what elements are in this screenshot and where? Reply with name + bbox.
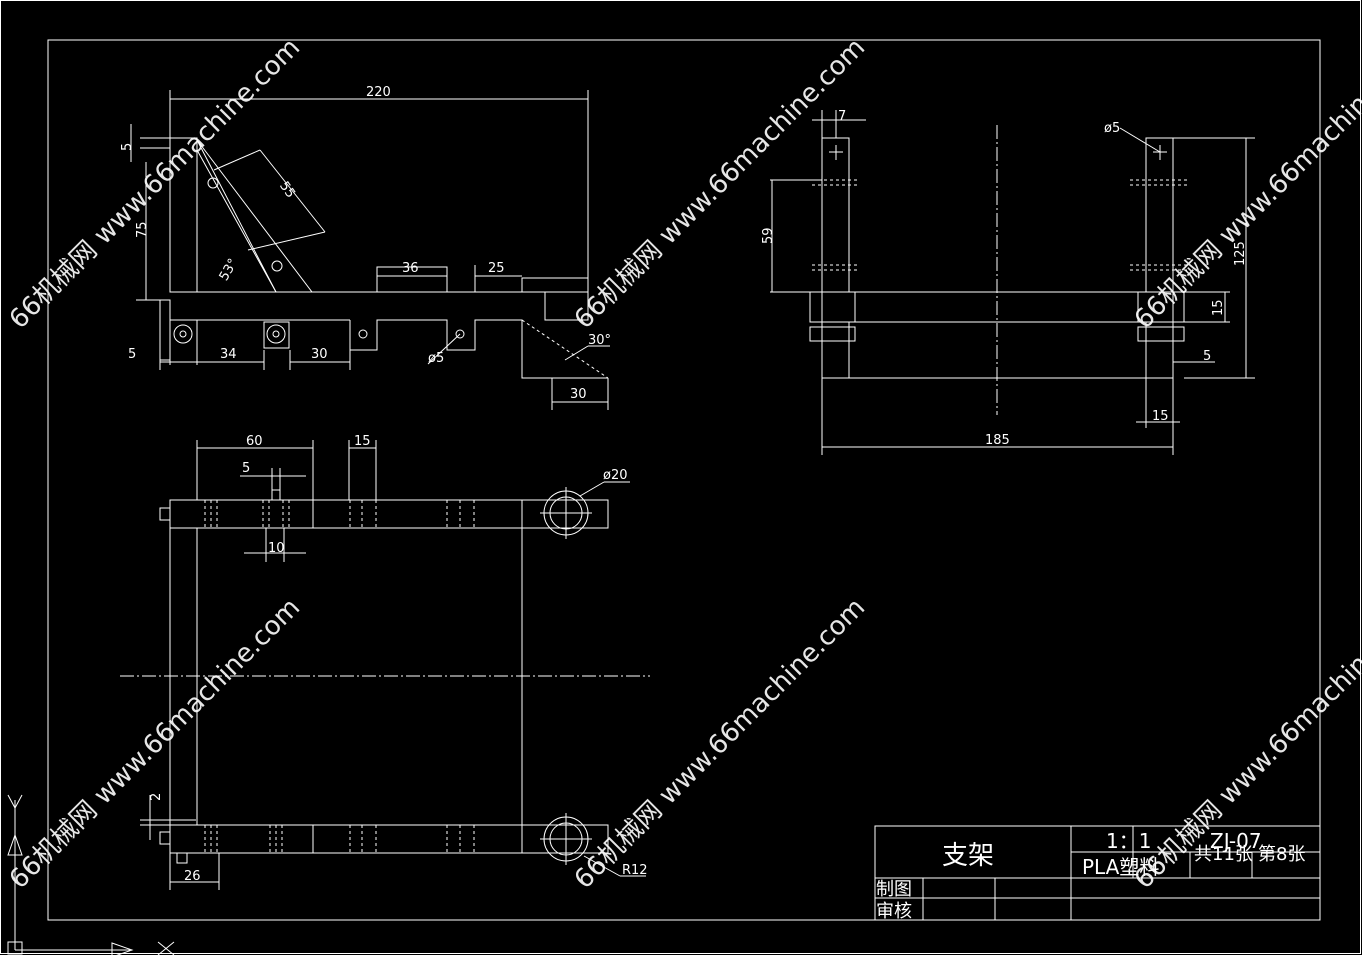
dim-2: 2: [149, 793, 164, 801]
dim-55: 55: [276, 179, 298, 201]
dim-15-top: 15: [354, 434, 371, 449]
front-view-dims: 220 5 75 55 53° 36 25 5 34 30 ø5 30° 30: [120, 85, 611, 402]
top-view: [120, 440, 650, 890]
dim-34: 34: [220, 347, 237, 362]
top-view-dims: 60 15 5 10 ø20 2 26 R12: [149, 434, 648, 884]
drawn-by-label: 制图: [876, 879, 912, 900]
sheet-no: 第8张: [1258, 844, 1305, 865]
dim-5-top: 5: [120, 143, 135, 151]
part-name: 支架: [942, 841, 994, 871]
watermark-4: 66机械网 www.66machine.com: [4, 593, 306, 895]
side-view: [770, 110, 1255, 455]
inner-border: [47, 39, 1321, 921]
dim-r12: R12: [622, 863, 648, 878]
dim-25: 25: [488, 261, 505, 276]
dim-5-topview: 5: [242, 461, 250, 476]
title-block: 支架 1：1 ZJ-07 PLA塑料 共11张 第8张 制图 审核: [874, 825, 1321, 922]
dim-5-right: 5: [1203, 349, 1211, 364]
dim-phi5-side: ø5: [1104, 121, 1120, 136]
dim-26: 26: [184, 869, 201, 884]
dim-60: 60: [246, 434, 263, 449]
watermark-3: 66机械网 www.66machine.com: [1129, 33, 1362, 335]
scale: 1：1: [1106, 829, 1151, 853]
dim-phi20: ø20: [603, 468, 628, 483]
dim-185: 185: [985, 433, 1010, 448]
watermark-5: 66机械网 www.66machine.com: [569, 593, 871, 895]
dim-30deg: 30°: [588, 333, 611, 348]
watermark-2: 66机械网 www.66machine.com: [569, 33, 871, 335]
dim-30-a: 30: [311, 347, 328, 362]
front-view: [130, 90, 610, 410]
dim-15-right: 15: [1211, 299, 1226, 316]
dim-220: 220: [366, 85, 391, 100]
drawing-no: ZJ-07: [1210, 829, 1262, 853]
dim-10: 10: [268, 541, 285, 556]
watermarks: 66机械网 www.66machine.com 66机械网 www.66mach…: [4, 33, 1362, 895]
side-view-dims: 7 ø5 59 125 15 5 15 185: [761, 109, 1248, 448]
checked-by-label: 审核: [876, 901, 912, 922]
sheets-total: 共11张: [1194, 844, 1253, 865]
dim-7: 7: [838, 109, 846, 124]
dim-36: 36: [402, 261, 419, 276]
dim-75: 75: [135, 221, 150, 238]
dim-15-bottom: 15: [1152, 409, 1169, 424]
dim-phi5: ø5: [428, 351, 444, 366]
ucs-icon: [7, 794, 175, 955]
watermark-1: 66机械网 www.66machine.com: [4, 33, 306, 335]
dim-59: 59: [761, 227, 776, 244]
dim-125: 125: [1233, 241, 1248, 266]
material: PLA塑料: [1082, 855, 1159, 879]
dim-30-b: 30: [570, 387, 587, 402]
dim-5-left: 5: [128, 347, 136, 362]
dim-53deg: 53°: [217, 256, 242, 283]
